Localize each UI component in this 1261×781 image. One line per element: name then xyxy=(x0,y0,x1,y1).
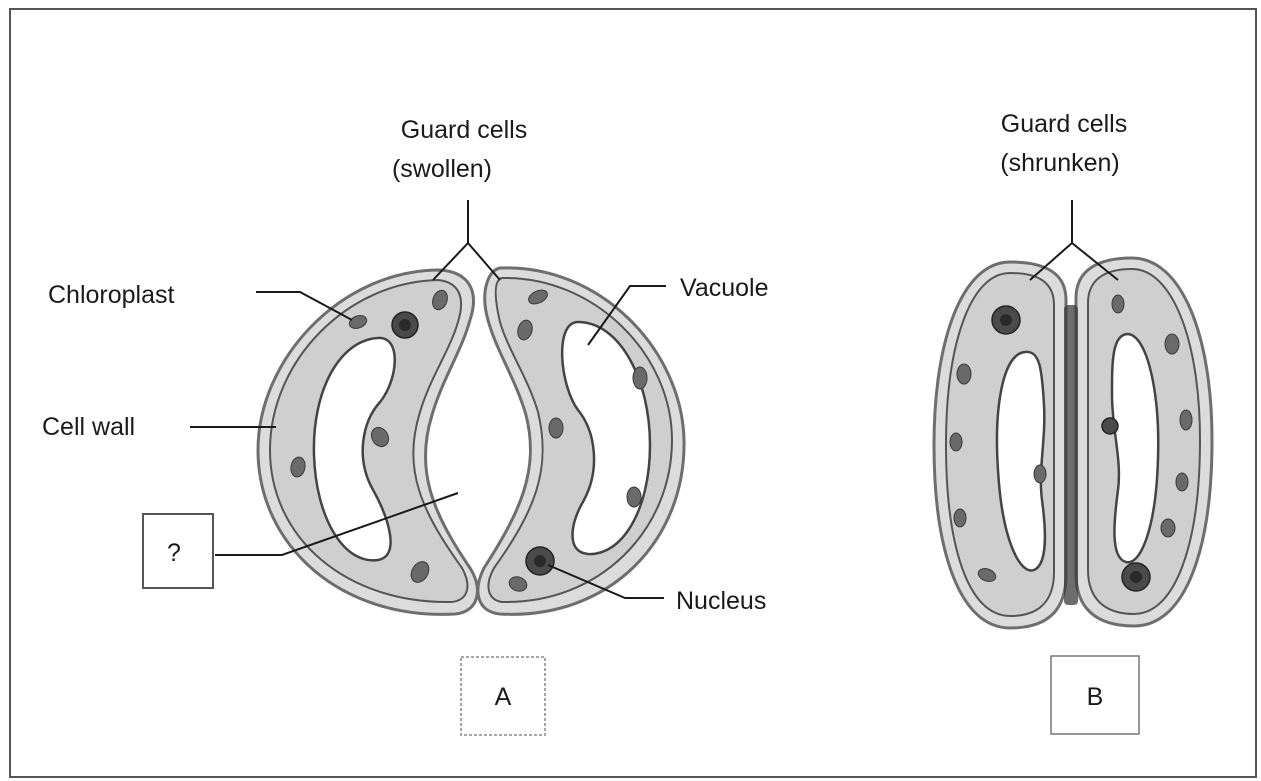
guard-cell-right-b xyxy=(1076,258,1212,626)
stoma-a xyxy=(258,268,684,614)
label-nucleus: Nucleus xyxy=(676,587,766,615)
label-guard-cells-swollen-line1: Guard cells xyxy=(401,116,527,144)
label-b: B xyxy=(1087,683,1104,711)
label-vacuole: Vacuole xyxy=(680,274,769,302)
label-unknown: ? xyxy=(167,539,181,567)
guard-cell-left-b xyxy=(934,262,1066,628)
guard-cell-left-a xyxy=(258,270,477,614)
closed-pore xyxy=(1064,305,1078,605)
label-a: A xyxy=(495,683,512,711)
stoma-b xyxy=(934,258,1212,628)
leader-guard-cells-swollen-right xyxy=(468,243,500,280)
guard-cell-right-a xyxy=(478,268,684,614)
label-cell-wall: Cell wall xyxy=(42,413,135,441)
label-guard-cells-swollen-line2: (swollen) xyxy=(392,155,492,183)
label-guard-cells-shrunken-line1: Guard cells xyxy=(1001,110,1127,138)
label-guard-cells-shrunken-line2: (shrunken) xyxy=(1000,149,1120,177)
leader-guard-cells-swollen xyxy=(433,200,468,280)
label-chloroplast: Chloroplast xyxy=(48,281,175,309)
